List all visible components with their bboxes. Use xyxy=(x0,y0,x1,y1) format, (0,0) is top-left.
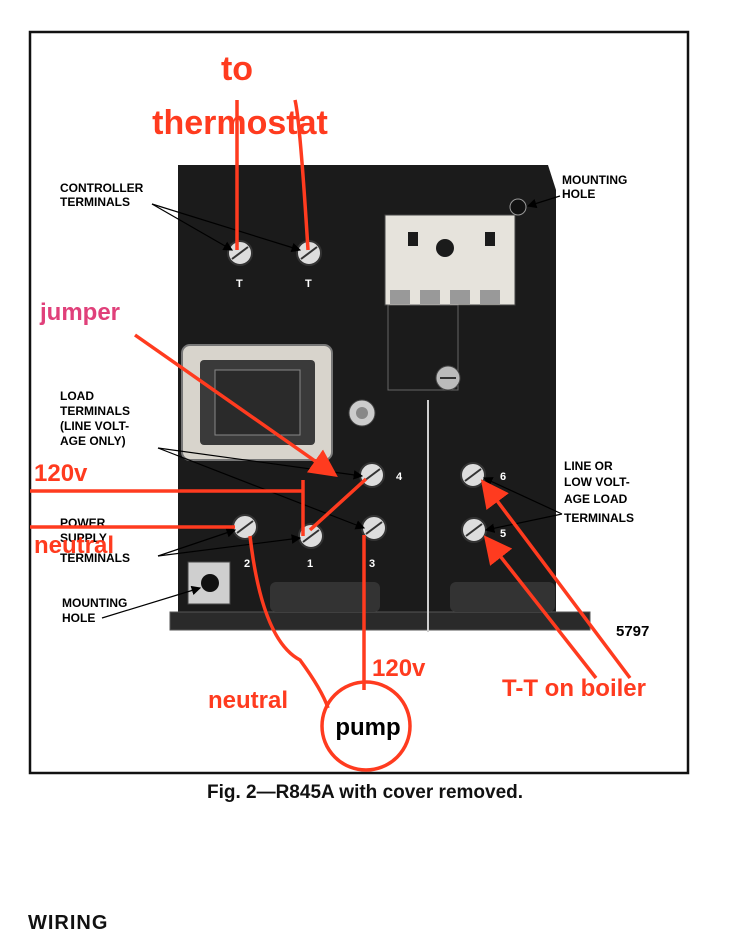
line-low-label-1: LINE OR xyxy=(564,459,613,473)
terminal-t-left xyxy=(227,240,253,266)
figure-caption: Fig. 2—R845A with cover removed. xyxy=(206,782,524,803)
pump-circle xyxy=(320,680,412,772)
line-low-label-2: LOW VOLT- xyxy=(564,475,630,489)
jumper-wire-diagonal xyxy=(308,477,368,532)
bottom-mounting-hole xyxy=(201,574,219,592)
neutral-wire-to-pump xyxy=(248,535,330,709)
v120-bottom-label: 120v xyxy=(372,655,426,682)
terminal-2 xyxy=(232,514,258,540)
thermostat-wire-right xyxy=(293,99,310,251)
terminal-number-labels: T T 4 2 1 3 6 5 xyxy=(236,278,506,570)
label-terminal-4: 4 xyxy=(396,471,403,483)
controller-terminals-label-2: TERMINALS xyxy=(60,195,130,209)
controller-terminals-label-1: CONTROLLER xyxy=(60,181,144,195)
load-terminals-label-1: LOAD xyxy=(60,389,94,403)
terminal-6 xyxy=(460,462,486,488)
mounting-hole-bottom-label-2: HOLE xyxy=(62,611,95,625)
line-low-label-3: AGE LOAD xyxy=(564,492,628,506)
to-label: to xyxy=(221,50,253,88)
mounting-hole-top-label-1: MOUNTING xyxy=(562,173,627,187)
label-t-right: T xyxy=(305,278,312,290)
pump-label: pump xyxy=(335,714,400,741)
label-terminal-2: 2 xyxy=(244,558,250,570)
figure-number: 5797 xyxy=(616,623,649,640)
label-terminal-3: 3 xyxy=(369,558,375,570)
load-terminals-label-3: (LINE VOLT- xyxy=(60,419,129,433)
load-terminals-label-4: AGE ONLY) xyxy=(60,434,126,448)
thermostat-label: thermostat xyxy=(152,104,328,142)
mounting-hole-top-label-2: HOLE xyxy=(562,187,595,201)
line-low-label-4: TERMINALS xyxy=(564,511,634,525)
label-terminal-5: 5 xyxy=(500,528,506,540)
jumper-arrow xyxy=(133,333,338,478)
wiring-annotations xyxy=(30,99,632,772)
label-terminal-6: 6 xyxy=(500,471,506,483)
annotation-labels: to thermostat jumper 120v neutral 120v n… xyxy=(34,50,646,741)
tt-arrow-upper xyxy=(480,479,632,680)
jumper-label: jumper xyxy=(39,299,120,326)
label-terminal-1: 1 xyxy=(307,558,313,570)
terminal-5 xyxy=(461,517,487,543)
power-terminals-label-2: SUPPLY xyxy=(60,531,107,545)
top-mounting-hole xyxy=(509,198,527,216)
power-terminals-label-3: TERMINALS xyxy=(60,551,130,565)
label-t-left: T xyxy=(236,278,243,290)
relay-body xyxy=(169,165,591,632)
tt-boiler-label: T-T on boiler xyxy=(502,675,646,702)
tt-arrow-lower xyxy=(483,535,598,680)
terminal-t-right xyxy=(296,240,322,266)
load-terminals-label-2: TERMINALS xyxy=(60,404,130,418)
neutral-bottom-label: neutral xyxy=(208,687,288,714)
neutral-left-label: neutral xyxy=(34,532,114,559)
v120-left-label: 120v xyxy=(34,460,88,487)
section-heading: WIRING xyxy=(28,912,109,934)
r845a-wiring-figure: T T 4 2 1 3 6 5 CONTROLLER TERMINALS MOU… xyxy=(28,30,690,775)
mounting-hole-bottom-label-1: MOUNTING xyxy=(62,596,127,610)
figure-frame xyxy=(28,30,690,775)
